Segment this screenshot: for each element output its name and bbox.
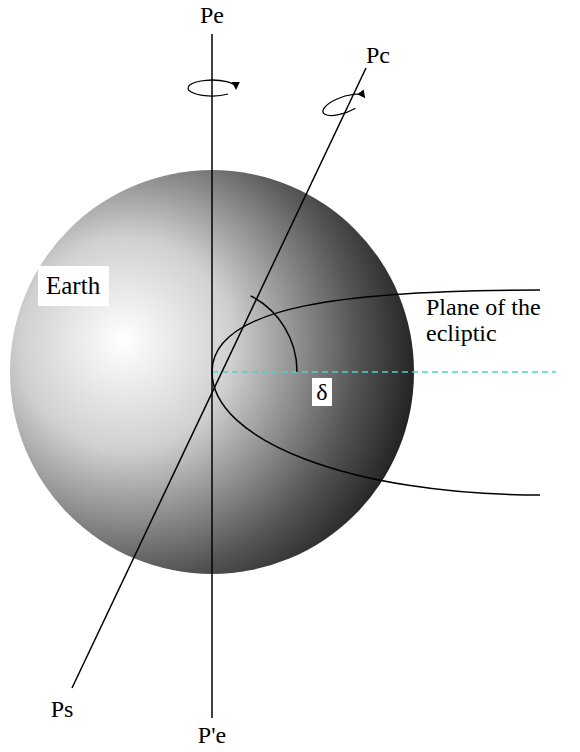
plane-label: Plane of the ecliptic [426, 294, 576, 347]
pole-label: Ps [51, 696, 74, 722]
earth-axis [211, 34, 213, 718]
pole-label: Pe [200, 2, 224, 28]
ecliptic-dashed-line [212, 371, 556, 373]
angle-label: δ [312, 378, 331, 406]
pole-label: P'e [198, 722, 226, 748]
node-text: Earth [46, 272, 101, 300]
ecliptic-axis [72, 68, 366, 688]
label-box: Earth [38, 266, 109, 306]
angle-arc [251, 296, 297, 372]
rotation-arrow [188, 80, 236, 96]
pole-label: Pc [366, 42, 390, 68]
rotation-arrow [320, 90, 367, 120]
